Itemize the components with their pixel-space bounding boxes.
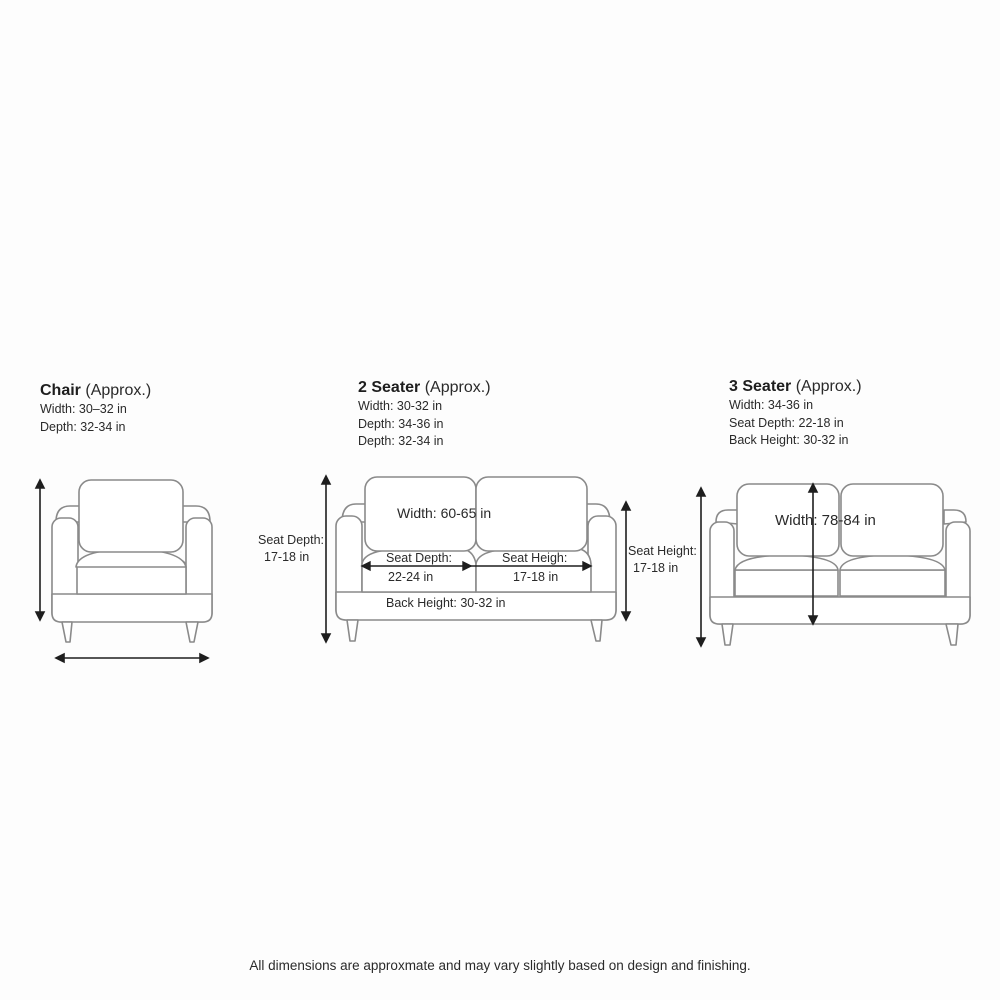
two-seater-left-height-arrow [320,474,332,644]
three-seater-seat-depth-spec: Seat Depth: 22-18 in [729,415,844,430]
two-seater-spec-block: 2 Seater (Approx.) Width: 30-32 in Depth… [358,378,491,451]
three-seater-title: 3 Seater (Approx.) [729,378,862,395]
three-seater-width-spec: Width: 34-36 in [729,398,814,412]
three-seater-width-label: Width: 78-84 in [775,512,876,529]
three-seater-left-height-arrow [695,486,707,648]
chair-width-arrow [54,652,210,664]
two-seater-seat-height-right-label-2: 17-18 in [633,561,679,575]
two-seater-seat-depth-cushion-label-1: Seat Depth: [386,551,453,565]
two-seater-seat-width-arrow [360,560,593,572]
two-seater-seat-height-right-label-1: Seat Height: [628,544,697,558]
two-seater-width-label: Width: 60-65 in [397,505,492,521]
chair-depth-spec: Depth: 32-34 in [40,419,126,434]
two-seater-width-spec: Width: 30-32 in [358,399,443,413]
footer-disclaimer: All dimensions are approxmate and may va… [249,958,751,973]
chair-height-arrow [34,478,46,622]
two-seater-seat-depth-cushion-label-2: 22-24 in [388,570,434,584]
chair-spec-block: Chair (Approx.) Width: 30–32 in Depth: 3… [40,381,151,436]
two-seater-seat-height-cushion-label-1: Seat Heigh: [502,551,568,565]
two-seater-seat-depth-left-label-2: 17-18 in [264,550,310,564]
two-seater-drawing [320,474,632,644]
two-seater-title: 2 Seater (Approx.) [358,379,491,396]
three-seater-center-height-arrow [807,482,819,626]
two-seater-seat-depth-left-label-1: Seat Depth: [258,533,325,547]
chair-width-spec: Width: 30–32 in [40,402,127,416]
three-seater-spec-block: 3 Seater (Approx.) Width: 34-36 in Seat … [729,377,862,450]
two-seater-seat-height-cushion-label-2: 17-18 in [513,570,559,584]
two-seater-back-height-label: Back Height: 30-32 in [386,596,506,610]
chair-title: Chair (Approx.) [40,382,152,399]
two-seater-right-height-arrow [620,500,632,622]
three-seater-back-height-spec: Back Height: 30-32 in [729,433,849,447]
three-seater-drawing [695,482,971,648]
two-seater-depth-spec-1: Depth: 34-36 in [358,416,444,431]
two-seater-depth-spec-2: Depth: 32-34 in [358,434,444,448]
chair-drawing [34,478,213,664]
